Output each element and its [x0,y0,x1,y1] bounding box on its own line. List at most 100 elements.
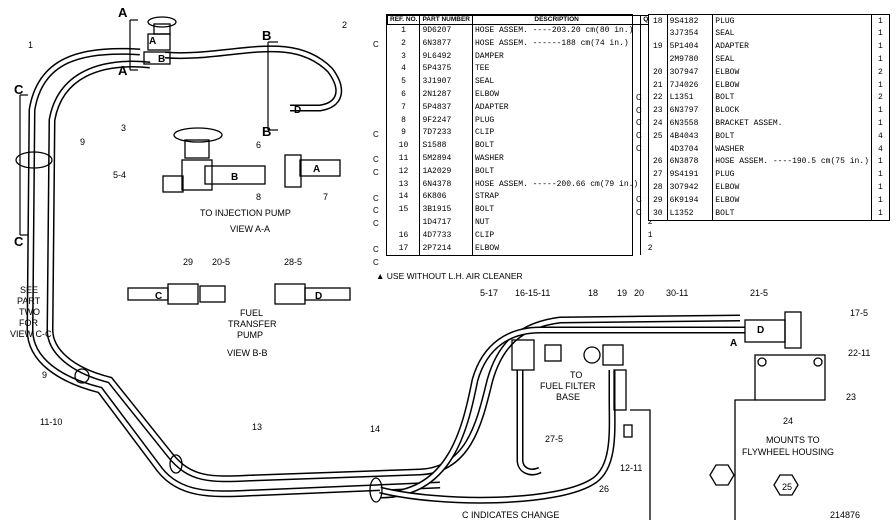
cell-ref: 6 [387,88,421,102]
callout-25: 25 [782,482,792,492]
see-part-4: FOR [19,318,38,328]
cell-qty: 1 [878,42,883,52]
cell-desc: WASHER [472,152,642,166]
callout-18: 18 [588,288,598,298]
cell-desc: ELBOW [472,242,642,255]
cell-part: 2N1287 [419,88,473,102]
view-b-caption-2: TRANSFER [228,319,277,329]
cell-ref [649,53,668,67]
cell-part: 3J7354 [667,27,714,41]
view-a-title: VIEW A-A [230,224,270,234]
parts-table-left: REF. NO. PART NUMBER DESCRIPTION QTY 19D… [386,14,660,256]
cell-part: 4D7733 [419,229,473,243]
table-row: 115M2894WASHER9 [387,152,660,166]
cell-part: 2M9780 [667,53,714,67]
filter-note-2: FUEL FILTER [540,381,596,391]
cell-part: 5P1404 [667,40,714,54]
callout-24: 24 [783,416,793,426]
mounts-note-1: MOUNTS TO [766,435,820,445]
callout-21-5: 21-5 [750,288,768,298]
letter-c-viewb: C [155,291,162,302]
cell-part: 5P4375 [419,62,473,76]
callout-6: 6 [256,140,261,150]
section-b-top: B [262,28,271,43]
callout-19: 19 [617,288,627,298]
callout-13: 13 [252,422,262,432]
cell-part: S1588 [419,139,473,153]
change-note: C INDICATES CHANGE [462,510,559,520]
view-b-title: VIEW B-B [227,348,268,358]
cell-part: 9F2247 [419,114,473,127]
illustration-number: 214876 [830,510,860,520]
cell-ref: 4 [387,62,421,76]
callout-16-15-11: 16-15-11 [515,288,550,298]
cell-ref: 20 [649,66,668,79]
cell-desc: BOLT [472,203,642,217]
cell-ref: 9 [387,126,421,140]
see-part-5: VIEW C-C [10,329,52,339]
change-marker: C [373,40,379,49]
cell-desc: SEAL [712,53,872,67]
change-marker: C [373,206,379,216]
cell-ref: 16 [387,229,421,243]
cell-qty: 1 [878,54,883,64]
letter-a-viewa: A [313,164,320,175]
cell-part: 7D7233 [419,126,473,140]
cell-ref: 13 [387,178,421,191]
change-marker: C [636,118,642,128]
cell-ref: 1 [387,24,421,38]
change-marker: C [373,219,379,229]
cell-part: 4B4043 [667,130,714,143]
cell-ref: 2 [387,37,421,51]
cell-qty: 4 [878,144,883,154]
see-part-3: TWO [19,307,40,317]
cell-part: 6N3877 [419,37,473,51]
cell-desc: BOLT [712,91,872,105]
cell-ref: 27 [649,168,668,182]
cell-desc: ELBOW [712,66,872,79]
letter-a-right: A [730,338,737,349]
cell-part: 5P4837 [419,101,473,115]
cell-desc: BOLT [712,206,872,220]
cell-desc: TEE [472,62,642,76]
cell-qty: 1 [878,208,883,218]
cell-ref [387,216,421,230]
elbow-fittings [511,311,802,438]
cell-desc: WASHER [712,142,872,156]
cell-ref: 30 [649,206,668,220]
cell-qty: 1 [878,29,883,39]
cell-desc: NUT [472,216,642,230]
table-row: 89F2247PLUG1 [387,114,660,127]
change-marker: C [373,129,379,139]
view-a-caption: TO INJECTION PUMP [200,208,291,218]
callout-3: 3 [121,123,126,133]
cell-qty: 1 [878,195,883,205]
cell-ref: 10 [387,139,421,153]
callout-7: 7 [323,192,328,202]
change-marker: C [636,195,642,205]
table-row: 97D7233CLIP2 [387,126,660,140]
cell-part: 1A2029 [419,165,473,179]
cell-part: 9L6492 [419,50,473,63]
section-c-bottom: C [14,234,24,249]
cell-ref: 7 [387,101,421,115]
cell-qty: 4 [878,131,883,141]
cell-part: 1D4717 [419,216,473,230]
damper-assembly [143,16,341,193]
callout-23: 23 [846,392,856,402]
letter-b-top: B [158,54,165,65]
callout-29: 29 [183,257,193,267]
cell-part: 9D6207 [419,24,473,38]
callout-14: 14 [370,424,380,434]
